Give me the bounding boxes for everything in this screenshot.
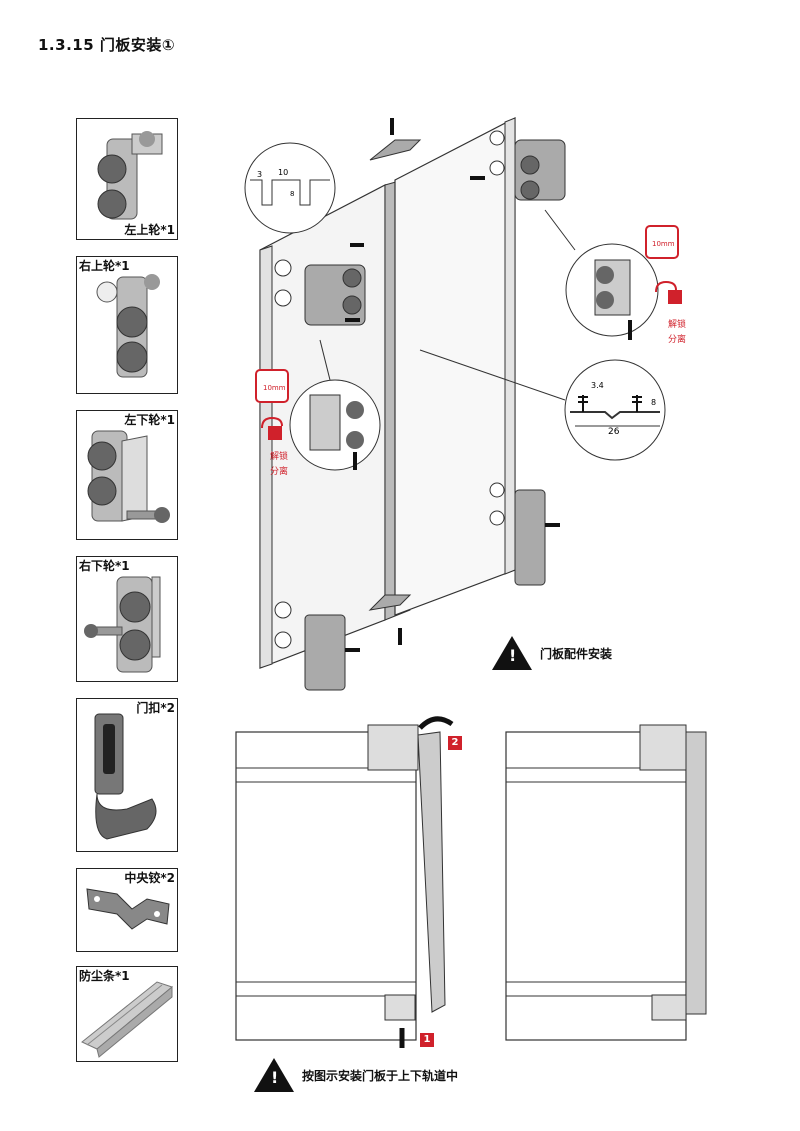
dust-strip-icon <box>81 981 174 1058</box>
part-center-hinge: 中央铰*2 <box>76 868 178 952</box>
lock-icon <box>668 290 682 304</box>
unlock-label: 解锁 <box>269 452 288 462</box>
part-label: 中央铰*2 <box>124 871 175 885</box>
tool-size-left: 10mm <box>263 384 286 392</box>
bottom-right-wheel-icon <box>84 576 161 673</box>
strip-dim-a: 3.4 <box>591 381 604 390</box>
door-latch-icon <box>94 713 157 840</box>
lock-icon <box>268 426 282 440</box>
part-door-latch: 门扣*2 <box>76 698 178 852</box>
part-label: 右上轮*1 <box>79 259 130 273</box>
part-top-right-wheel: 右上轮*1 <box>76 256 178 394</box>
cabinet-right <box>505 731 687 1041</box>
separate-label: 分离 <box>269 467 288 477</box>
part-bottom-right-wheel: 右下轮*1 <box>76 556 178 682</box>
slot-dim-c: 8 <box>290 190 294 198</box>
part-label: 左下轮*1 <box>124 413 175 427</box>
center-hinge-icon <box>86 888 170 930</box>
strip-dim-b: 26 <box>608 427 620 437</box>
strip-dim-c: 8 <box>651 398 656 407</box>
warning-install: ! 按图示安装门板于上下轨道中 <box>254 1058 458 1092</box>
warning-icon: ! <box>492 636 532 670</box>
part-top-left-wheel: 左上轮*1 <box>76 118 178 240</box>
top-right-wheel-icon <box>96 274 160 378</box>
top-left-wheel-icon <box>97 131 163 220</box>
part-label: 防尘条*1 <box>79 969 130 983</box>
part-label: 门扣*2 <box>136 701 175 715</box>
door-panel-right <box>394 117 516 616</box>
unlock-label: 解锁 <box>667 320 686 330</box>
part-label: 右下轮*1 <box>79 559 130 573</box>
part-dust-strip: 防尘条*1 <box>76 966 178 1062</box>
separate-label: 分离 <box>667 335 686 345</box>
wrench-icon <box>645 225 679 259</box>
step-2-badge: 2 <box>448 736 462 750</box>
tool-size-right: 10mm <box>652 240 675 248</box>
warning-install-text: 按图示安装门板于上下轨道中 <box>302 1068 459 1083</box>
warning-accessories: ! 门板配件安装 <box>492 636 612 670</box>
page-title: 1.3.15 门板安装① <box>38 36 176 54</box>
warning-accessories-text: 门板配件安装 <box>540 646 613 661</box>
slot-dim-a: 3 <box>257 170 262 179</box>
slot-dim-b: 10 <box>278 168 288 177</box>
wrench-icon <box>255 369 289 403</box>
door-tilted <box>417 731 446 1013</box>
bottom-left-wheel-icon <box>87 430 170 523</box>
cabinet-left <box>235 731 417 1041</box>
part-label: 左上轮*1 <box>124 223 175 237</box>
part-bottom-left-wheel: 左下轮*1 <box>76 410 178 540</box>
door-installed <box>685 731 707 1015</box>
warning-icon: ! <box>254 1058 294 1092</box>
step-1-badge: 1 <box>420 1033 434 1047</box>
